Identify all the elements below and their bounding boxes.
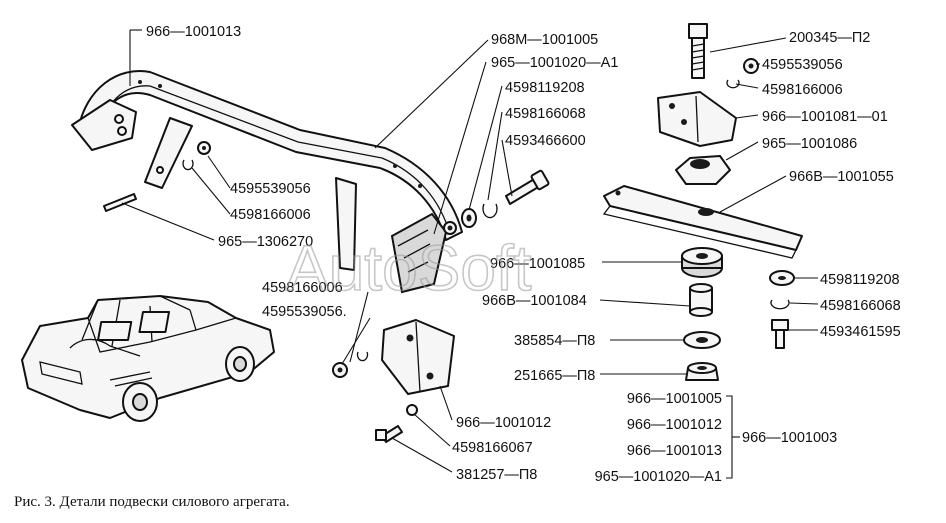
label-965-1306270: 965—1306270 [218, 234, 313, 250]
assembly-list: 966—1001005 966—1001012 966—1001013 965—… [595, 391, 838, 485]
label-4595539056-lower: 4595539056. [262, 304, 347, 320]
label-4598166067: 4598166067 [452, 440, 533, 456]
label-4598166068: 4598166068 [505, 106, 586, 122]
washer-lower [683, 331, 721, 349]
label-4598119208: 4598119208 [505, 80, 585, 96]
label-968m-1001005: 968М—1001005 [491, 32, 598, 48]
support-plate [602, 185, 803, 259]
label-4598119208-right: 4598119208 [820, 272, 900, 288]
car-illustration [21, 295, 275, 422]
cushion-block [390, 212, 457, 294]
rubber-cushion [681, 247, 723, 278]
label-966v-1001084: 966В—1001084 [482, 293, 587, 309]
label-381257-p8: 381257—П8 [456, 467, 537, 483]
label-4598166006-lower: 4598166006 [262, 280, 343, 296]
label-4598166068-right: 4598166068 [820, 298, 901, 314]
label-966v-1001055: 966В—1001055 [789, 169, 894, 185]
label-965-1001086: 965—1001086 [762, 136, 857, 152]
label-4593466600: 4593466600 [505, 133, 586, 149]
label-251665-p8: 251665—П8 [514, 368, 595, 384]
hardware-set-right [769, 270, 795, 349]
label-4595539056-left: 4595539056 [230, 181, 311, 197]
label-200345-p2: 200345—П2 [789, 30, 870, 46]
label-966-1001013: 966—1001013 [146, 24, 241, 40]
nut-lower [685, 362, 719, 381]
assembly-item-1: 966—1001005 [627, 391, 722, 407]
label-965-1001020-a1: 965—1001020—А1 [491, 55, 618, 71]
assembly-item-3: 966—1001013 [627, 443, 722, 459]
left-bracket [71, 99, 137, 151]
hardware-set-lower [332, 351, 418, 443]
assembly-item-2: 966—1001012 [627, 417, 722, 433]
label-4598166006-left: 4598166006 [230, 207, 311, 223]
lower-bracket [381, 319, 455, 395]
figure-caption: Рис. 3. Детали подвески силового агрегат… [14, 494, 290, 510]
assembly-result: 966—1001003 [742, 430, 837, 446]
vertical-plate [335, 177, 357, 271]
beam-arm [144, 117, 193, 189]
top-bolt [688, 23, 759, 89]
label-966-1001085: 966—1001085 [490, 256, 585, 272]
hardware-set-upper [461, 169, 550, 228]
label-966-1001012: 966—1001012 [456, 415, 551, 431]
label-385854-p8: 385854—П8 [514, 333, 595, 349]
small-washers-left [182, 141, 211, 171]
pin [103, 193, 137, 212]
assembly-item-4: 965—1001020—А1 [595, 469, 722, 485]
leader-lines [121, 29, 819, 473]
label-966-1001081-01: 966—1001081—01 [762, 109, 888, 125]
bushing [689, 283, 713, 317]
part-labels: 966—1001013 968М—1001005 965—1001020—А1 … [146, 24, 901, 483]
label-4598166006-top: 4598166006 [762, 82, 843, 98]
label-4595539056-top: 4595539056 [762, 57, 843, 73]
top-mount [675, 155, 731, 185]
top-bracket [657, 91, 737, 147]
assembly-brace [726, 395, 740, 479]
label-4593461595: 4593461595 [820, 324, 901, 340]
watermark: AutoSoft [286, 232, 532, 304]
